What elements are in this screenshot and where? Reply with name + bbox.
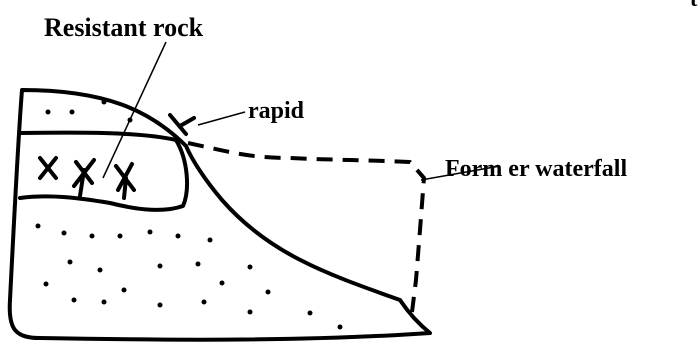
- resistant-rock-label: Resistant rock: [44, 13, 204, 42]
- rapid-arrow-icon: [170, 115, 194, 134]
- rapid-leader-line: [198, 112, 245, 125]
- former-waterfall-dashed-outline: [188, 143, 424, 312]
- resistant-rock-symbols: [40, 158, 134, 198]
- former-waterfall-label: Form er waterfall: [445, 156, 627, 182]
- rapid-label: rapid: [248, 98, 305, 124]
- cropped-top-text: t: [690, 0, 698, 11]
- rock-outcrop-outline: [10, 90, 430, 340]
